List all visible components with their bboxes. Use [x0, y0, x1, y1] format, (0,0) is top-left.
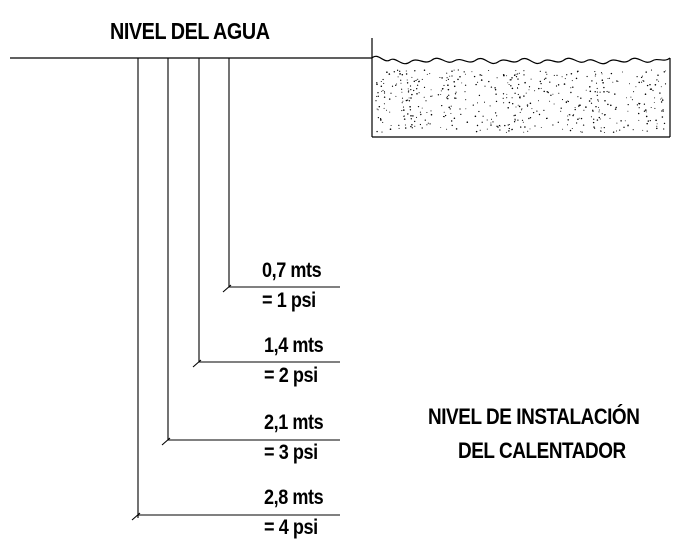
- level-1-pressure: = 1 psi: [262, 289, 316, 312]
- water-tank: [371, 38, 671, 138]
- water-surface: [371, 55, 671, 65]
- level-line-2: [192, 359, 340, 368]
- level-line-3: [161, 437, 340, 446]
- level-1-height: 0,7 mts: [262, 259, 322, 282]
- level-line-4: [131, 512, 340, 521]
- level-3-height: 2,1 mts: [264, 411, 324, 434]
- install-level-label-line2: DEL CALENTADOR: [458, 438, 626, 463]
- level-4-height: 2,8 mts: [264, 486, 324, 509]
- level-4-pressure: = 4 psi: [264, 516, 318, 539]
- install-level-label-line1: NIVEL DE INSTALACIÓN: [428, 404, 640, 429]
- water-level-label: NIVEL DEL AGUA: [110, 18, 270, 44]
- level-3-pressure: = 3 psi: [264, 441, 318, 464]
- water-texture: [375, 69, 667, 133]
- level-line-1: [222, 284, 340, 293]
- level-2-pressure: = 2 psi: [264, 364, 318, 387]
- level-2-height: 1,4 mts: [264, 334, 324, 357]
